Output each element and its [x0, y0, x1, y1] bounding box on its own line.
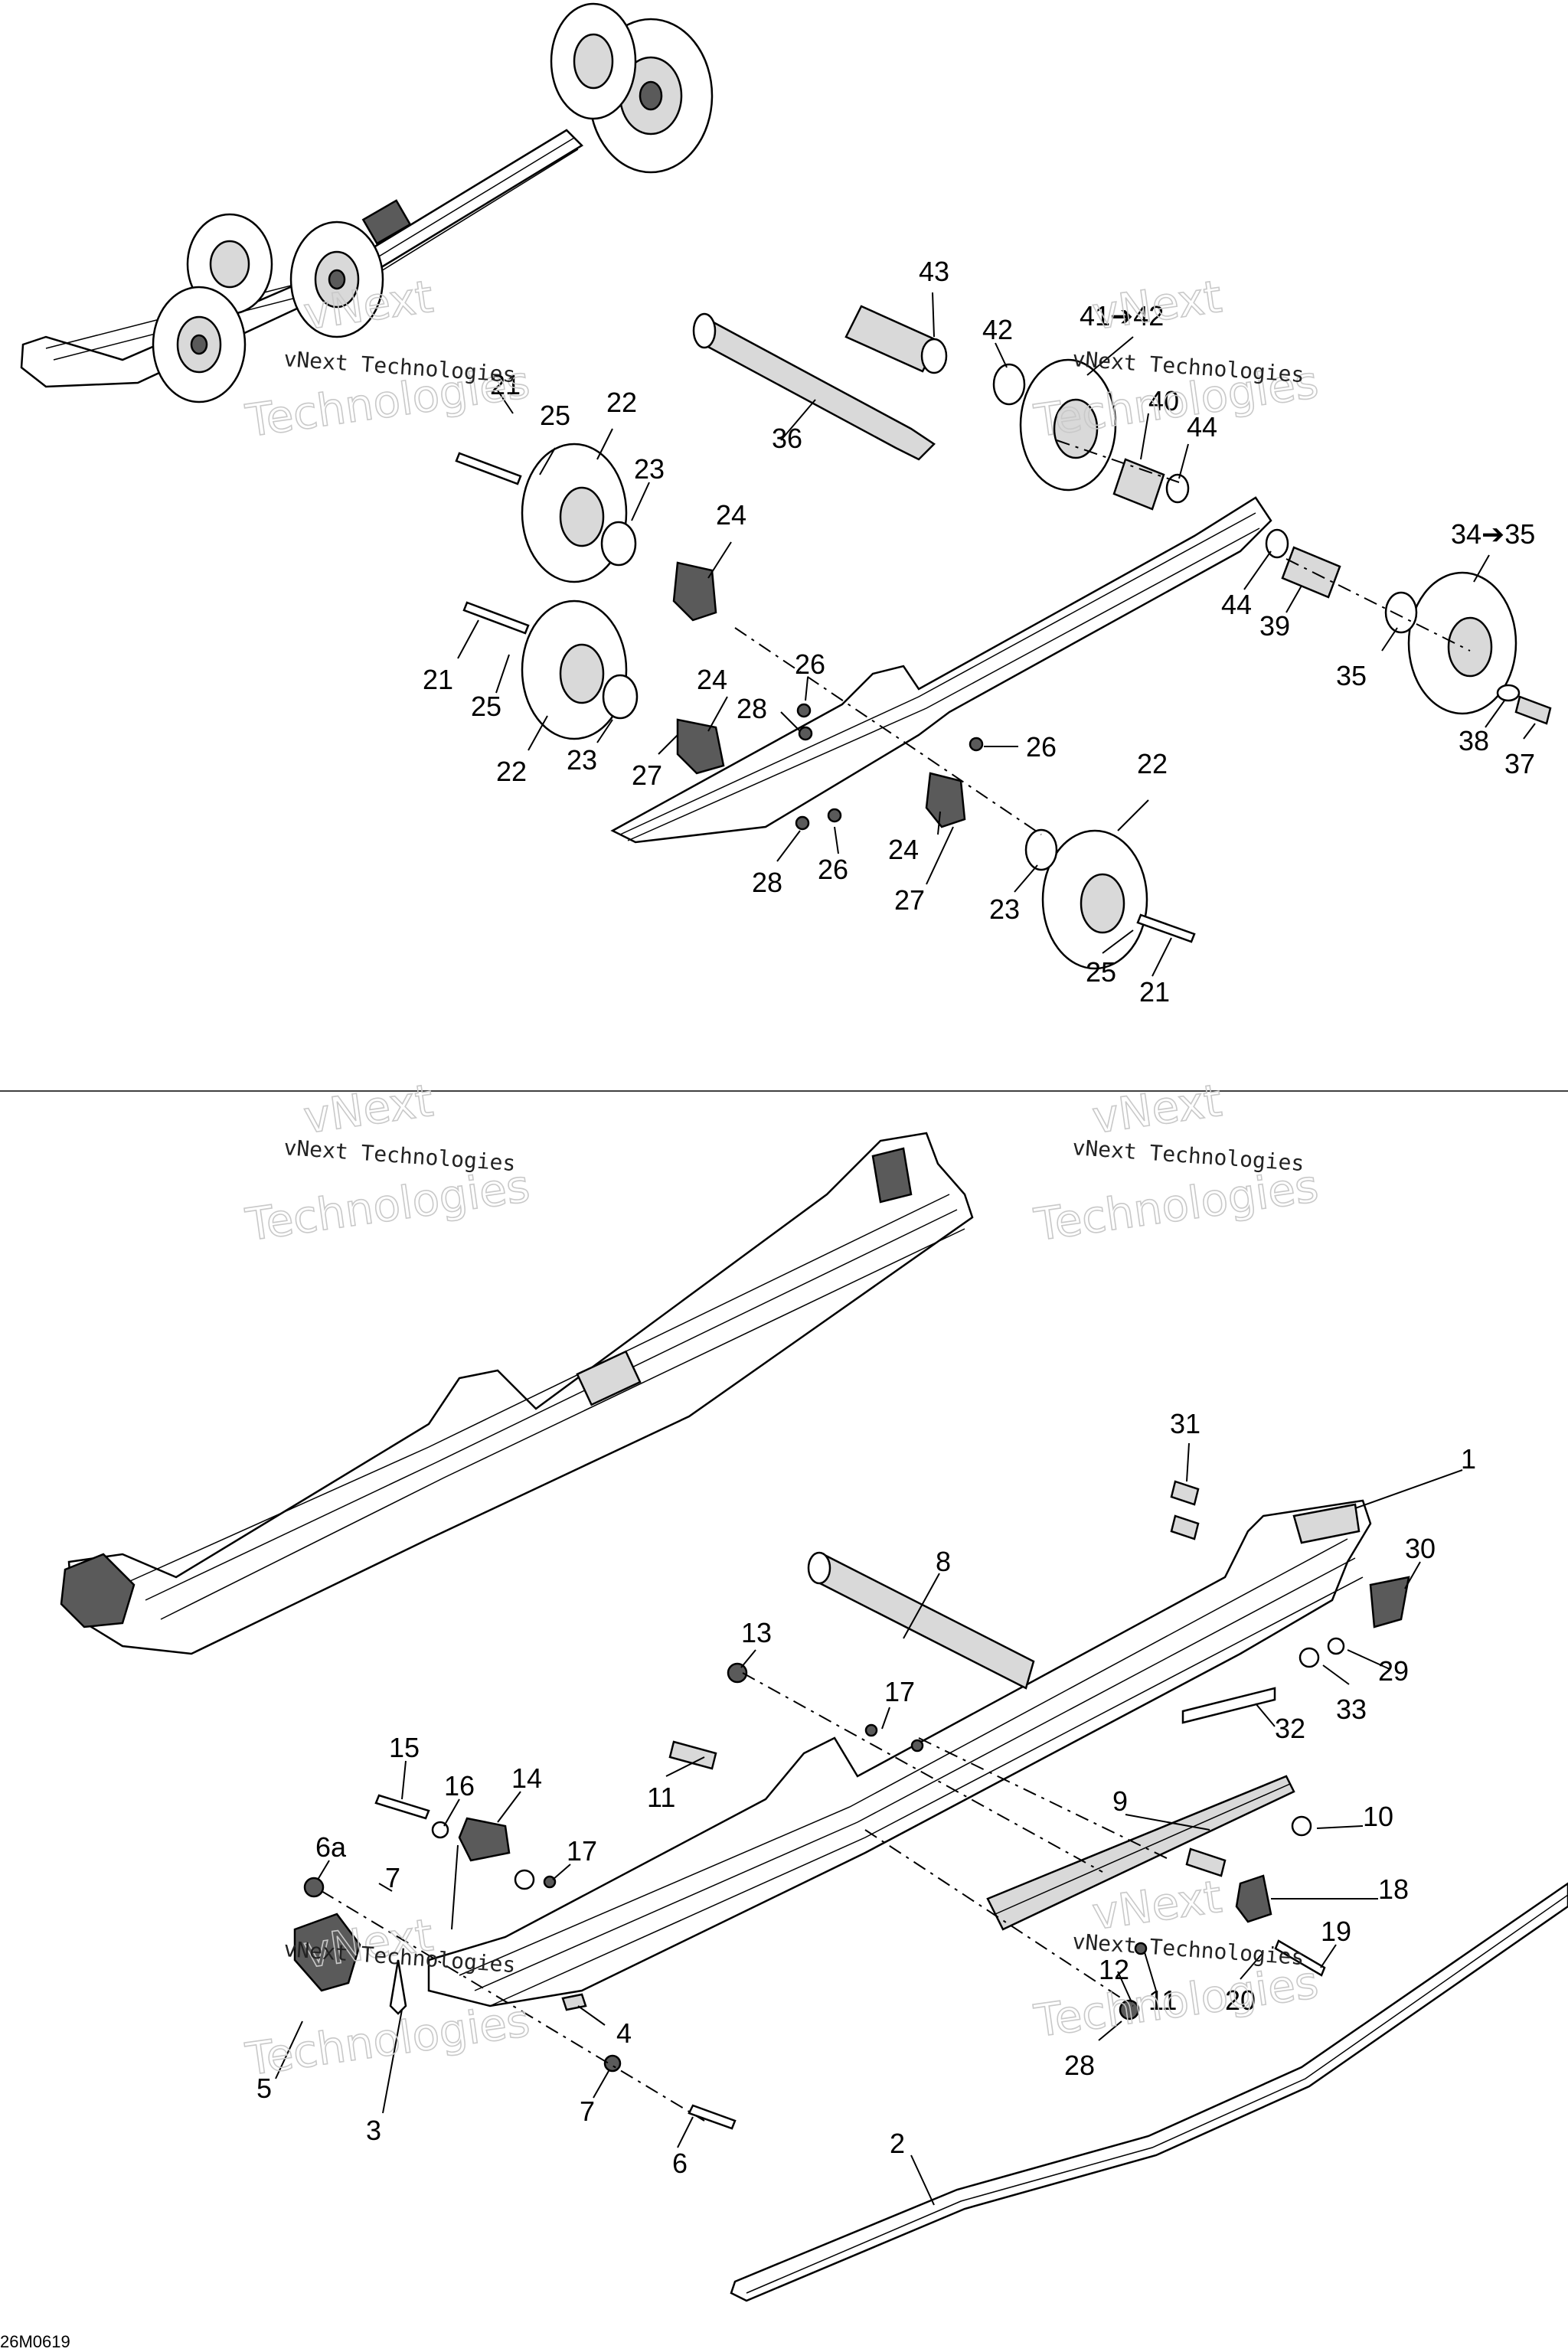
watermark-text: vNext Technologies — [1072, 1135, 1305, 1176]
leaders-bottom — [275, 1442, 1463, 2206]
callout-11: 11 — [647, 1782, 675, 1813]
watermark-outline-top: vNext — [1089, 270, 1224, 340]
watermark-outline-top: vNext — [1089, 1870, 1224, 1940]
callout-19: 19 — [1321, 1916, 1351, 1947]
callout-2: 2 — [890, 2128, 905, 2159]
callout-28: 28 — [737, 693, 767, 724]
callout-23: 23 — [567, 744, 597, 776]
callout-6a: 6a — [315, 1831, 347, 1863]
assembled-rail-overview — [20, 2, 714, 403]
callout-31: 31 — [1170, 1408, 1200, 1439]
callout-21: 21 — [423, 664, 453, 695]
callout-37: 37 — [1504, 748, 1535, 779]
callout-34-35: 34➔35 — [1451, 518, 1535, 550]
callout-23: 23 — [989, 893, 1020, 925]
callout-13: 13 — [741, 1617, 772, 1648]
callout-26: 26 — [818, 854, 848, 885]
callout-39: 39 — [1259, 610, 1290, 642]
callout-27: 27 — [894, 884, 925, 916]
callout-25: 25 — [540, 400, 570, 431]
callout-10: 10 — [1363, 1801, 1393, 1832]
callout-28: 28 — [752, 867, 782, 898]
callout-42: 42 — [982, 314, 1013, 345]
assembled-rail-bottom — [60, 1132, 974, 1655]
callout-22: 22 — [1137, 748, 1168, 779]
wheel-22-middle — [521, 599, 628, 740]
callout-44: 44 — [1187, 411, 1217, 443]
exploded-rail-bottom — [427, 1499, 1372, 2007]
callout-3: 3 — [366, 2115, 381, 2146]
overview-wheel — [289, 220, 384, 338]
callouts-top: 43 42 41➔42 21 25 22 36 40 44 23 24 34➔3… — [423, 256, 1535, 1008]
callout-17: 17 — [884, 1676, 915, 1707]
callout-36: 36 — [772, 423, 802, 454]
callout-30: 30 — [1405, 1533, 1436, 1564]
overview-wheel — [152, 286, 247, 403]
callout-32: 32 — [1275, 1713, 1305, 1744]
wheel-34 — [1407, 571, 1517, 715]
callout-40: 40 — [1148, 385, 1179, 416]
callout-24: 24 — [697, 664, 727, 695]
callout-14: 14 — [511, 1762, 542, 1794]
watermark-outline-top: vNext — [1089, 1074, 1224, 1144]
callouts-bottom: 31 1 30 8 13 29 17 33 32 15 16 14 11 9 1… — [256, 1408, 1476, 2179]
callout-22: 22 — [496, 756, 527, 787]
callout-9: 9 — [1112, 1785, 1128, 1817]
callout-7: 7 — [580, 2096, 595, 2127]
watermark-outline-top: vNext — [300, 1074, 436, 1144]
callout-20: 20 — [1225, 1984, 1256, 2016]
callout-38: 38 — [1459, 725, 1489, 756]
callout-25: 25 — [1086, 956, 1116, 988]
callout-8: 8 — [936, 1546, 951, 1577]
callout-15: 15 — [389, 1732, 420, 1763]
callout-4: 4 — [616, 2017, 632, 2049]
callout-26: 26 — [1026, 731, 1057, 763]
runner-2 — [730, 1882, 1568, 2302]
callout-27: 27 — [632, 760, 662, 791]
callout-17: 17 — [567, 1835, 597, 1867]
overview-wheel — [550, 2, 637, 120]
callout-24: 24 — [716, 499, 746, 531]
small-parts-bottom — [293, 1480, 1410, 2130]
callout-44: 44 — [1221, 589, 1252, 620]
callout-35: 35 — [1336, 660, 1367, 691]
callout-18: 18 — [1378, 1873, 1409, 1905]
overview-wheel — [588, 18, 714, 174]
callout-12: 12 — [1099, 1954, 1129, 1985]
callout-43: 43 — [919, 256, 949, 287]
callout-25: 25 — [471, 691, 501, 722]
shaft-8 — [807, 1551, 1035, 1690]
callout-16: 16 — [444, 1770, 475, 1802]
callout-1: 1 — [1461, 1443, 1476, 1475]
callout-41-42: 41➔42 — [1080, 300, 1164, 332]
callout-5: 5 — [256, 2073, 272, 2104]
callout-24: 24 — [888, 834, 919, 865]
spacer-43 — [844, 305, 948, 374]
callout-6: 6 — [672, 2148, 688, 2179]
callout-7: 7 — [385, 1862, 400, 1893]
callout-21: 21 — [490, 369, 521, 400]
callout-29: 29 — [1378, 1655, 1409, 1687]
exploded-rail-top — [610, 496, 1272, 844]
callout-21: 21 — [1139, 976, 1170, 1008]
shaft-36 — [692, 312, 936, 461]
slider-9 — [986, 1775, 1295, 1931]
watermark-outline-bottom: Technologies — [242, 1994, 532, 2086]
callout-26: 26 — [795, 648, 825, 680]
watermark-outline-bottom: Technologies — [1031, 1956, 1321, 2047]
wheel-22-lower — [1041, 829, 1148, 970]
callout-33: 33 — [1336, 1694, 1367, 1725]
leaders-top — [457, 292, 1536, 977]
watermark-text: vNext Technologies — [283, 1135, 517, 1176]
callout-23: 23 — [634, 453, 665, 485]
callout-28: 28 — [1064, 2050, 1095, 2081]
callout-11: 11 — [1148, 1984, 1177, 2016]
callout-22: 22 — [606, 387, 637, 418]
small-parts-top — [455, 363, 1552, 943]
diagram-code: 26M0619 — [0, 2332, 70, 2351]
wheel-22-upper — [521, 443, 628, 583]
